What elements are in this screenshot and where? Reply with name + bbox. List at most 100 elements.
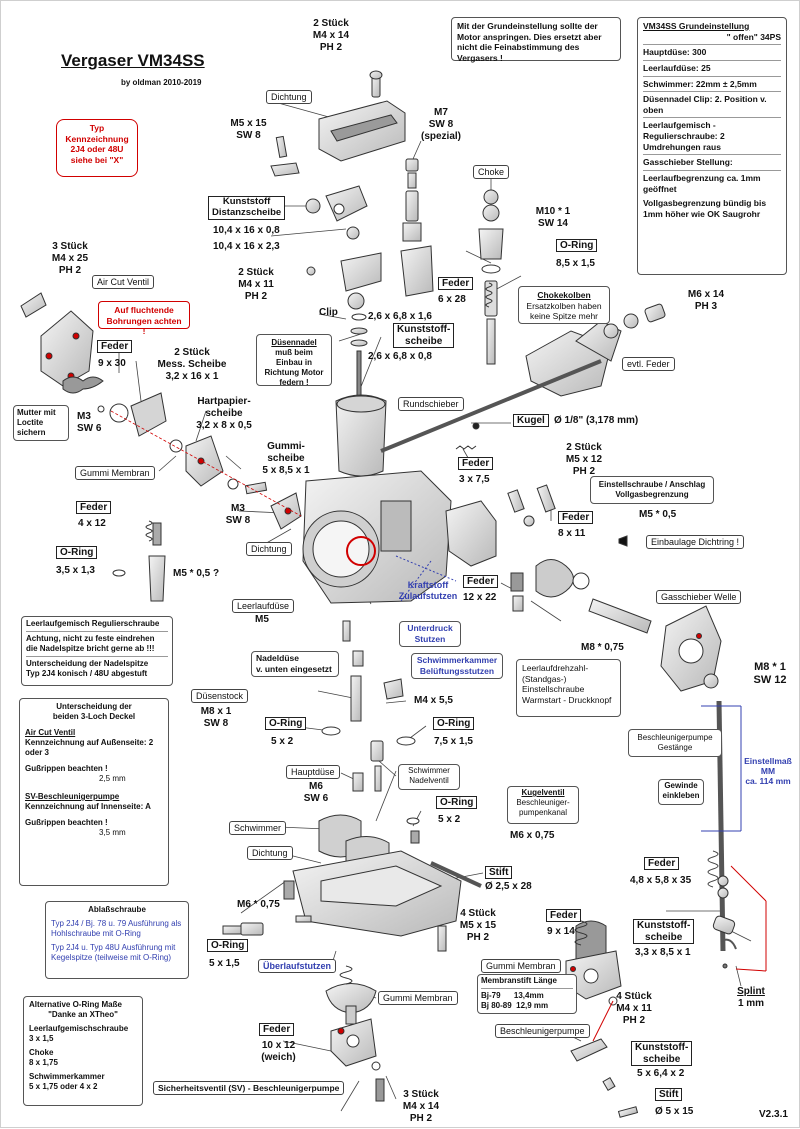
label-stift2-size: Ø 5 x 15 [655, 1106, 694, 1117]
label-m5x05: M5 * 0,5 [639, 509, 677, 520]
version-label: V2.3.1 [759, 1109, 788, 1120]
label-oring-515-size: 5 x 1,5 [209, 958, 240, 969]
byline: by oldman 2010-2019 [121, 78, 202, 87]
label-feder-914: Feder [546, 909, 582, 922]
label-feder-1222: Feder [463, 575, 499, 588]
membran-box: Membranstift Länge Bj-79 13,4mm Bj 80-89… [477, 974, 577, 1014]
label-kunststoff-33: Kunststoff-scheibe [633, 919, 695, 944]
label-feder-930-size: 9 x 30 [98, 358, 126, 369]
label-kunststoffscheibe-size: 2,6 x 6,8 x 0,8 [368, 351, 432, 362]
label-m4x55: M4 x 5,5 [414, 695, 453, 706]
label-stift2: Stift [655, 1088, 683, 1101]
label-hauptduese: Hauptdüse [286, 765, 340, 779]
label-beschl-pumpe: Beschleunigerpumpe [495, 1024, 590, 1038]
label-evtl-feder: evtl. Feder [622, 357, 675, 371]
label-feder-1012: Feder [259, 1023, 295, 1036]
label-distanz-size-2: 10,4 x 16 x 2,3 [213, 241, 280, 252]
label-duesenstock: Düsenstock [191, 689, 249, 703]
label-choke: Choke [473, 165, 510, 179]
label-dichtung-top: Dichtung [266, 90, 312, 104]
label-kunststoff-33-size: 3,3 x 8,5 x 1 [635, 947, 691, 958]
label-oring-35: O-Ring [56, 546, 98, 559]
label-oring-35-size: 3,5 x 1,3 [56, 565, 95, 576]
label-feder-914-size: 9 x 14 [547, 926, 575, 937]
page-title: Vergaser VM34SS [61, 51, 205, 70]
label-gummi-membran2: Gummi Membran [378, 991, 458, 1005]
label-m6x075b: M6 * 0,75 [237, 899, 280, 910]
label-kunststoff-56-size: 5 x 6,4 x 2 [637, 1068, 685, 1079]
label-m8x075: M8 * 0,75 [581, 642, 624, 653]
label-kugel-size: Ø 1/8" (3,178 mm) [554, 415, 639, 426]
label-air-cut: Air Cut Ventil [92, 275, 155, 289]
ablass-box: Ablaßschraube Typ 2J4 / Bj. 78 u. 79 Aus… [45, 901, 189, 979]
label-feder-48: Feder [644, 857, 680, 870]
label-clip: Clip [319, 307, 338, 318]
label-kugel: Kugel [513, 414, 549, 427]
label-oring-85: O-Ring [556, 239, 598, 252]
regulierschraube-note: Leerlaufgemisch Regulierschraube Achtung… [21, 616, 173, 686]
label-m5x05q: M5 * 0,5 ? [173, 568, 220, 579]
label-sicherheitsventil: Sicherheitsventil (SV) - Beschleunigerpu… [153, 1081, 345, 1095]
label-feder-628-size: 6 x 28 [438, 294, 466, 305]
flucht-note: Auf fluchtende Bohrungen achten ! [98, 301, 190, 336]
label-ueberlauf: Überlaufstutzen [258, 959, 337, 973]
label-gummi-membran: Gummi Membran [75, 466, 155, 480]
label-m5: M5 [255, 614, 269, 625]
label-oring-85-size: 8,5 x 1,5 [556, 258, 595, 269]
label-feder-48-size: 4,8 x 5,8 x 35 [630, 875, 692, 886]
intro-note: Mit der Grundeinstellung sollte der Moto… [451, 17, 621, 63]
settings-panel: VM34SS Grundeinstellung " offen" 34PS Ha… [637, 17, 787, 275]
label-feder-1012-size: 10 x 12(weich) [261, 1040, 296, 1063]
label-oring-75-size: 7,5 x 1,5 [434, 736, 473, 747]
label-distanz-size-1: 10,4 x 16 x 0,8 [213, 225, 280, 236]
label-oring-515: O-Ring [207, 939, 249, 952]
label-gasschieber-welle: Gasschieber Welle [656, 590, 742, 604]
label-oring-52b-size: 5 x 2 [438, 814, 461, 825]
label-rundschieber: Rundschieber [398, 397, 464, 411]
label-leerlaufduese: Leerlaufdüse [232, 599, 295, 613]
label-feder-628: Feder [438, 277, 474, 290]
label-kunststoff-56: Kunststoff-scheibe [631, 1041, 693, 1066]
label-feder-375-size: 3 x 7,5 [459, 474, 490, 485]
label-oring-52: O-Ring [265, 717, 307, 730]
label-m6x075: M6 x 0,75 [510, 830, 555, 841]
label-feder-811: Feder [558, 511, 594, 524]
label-feder-1222-size: 12 x 22 [463, 592, 497, 603]
label-feder-811-size: 8 x 11 [558, 528, 586, 539]
label-feder-930: Feder [97, 340, 133, 353]
label-oring-75: O-Ring [433, 717, 475, 730]
label-dichtung-mid: Dichtung [246, 542, 292, 556]
label-oring-52b: O-Ring [436, 796, 478, 809]
